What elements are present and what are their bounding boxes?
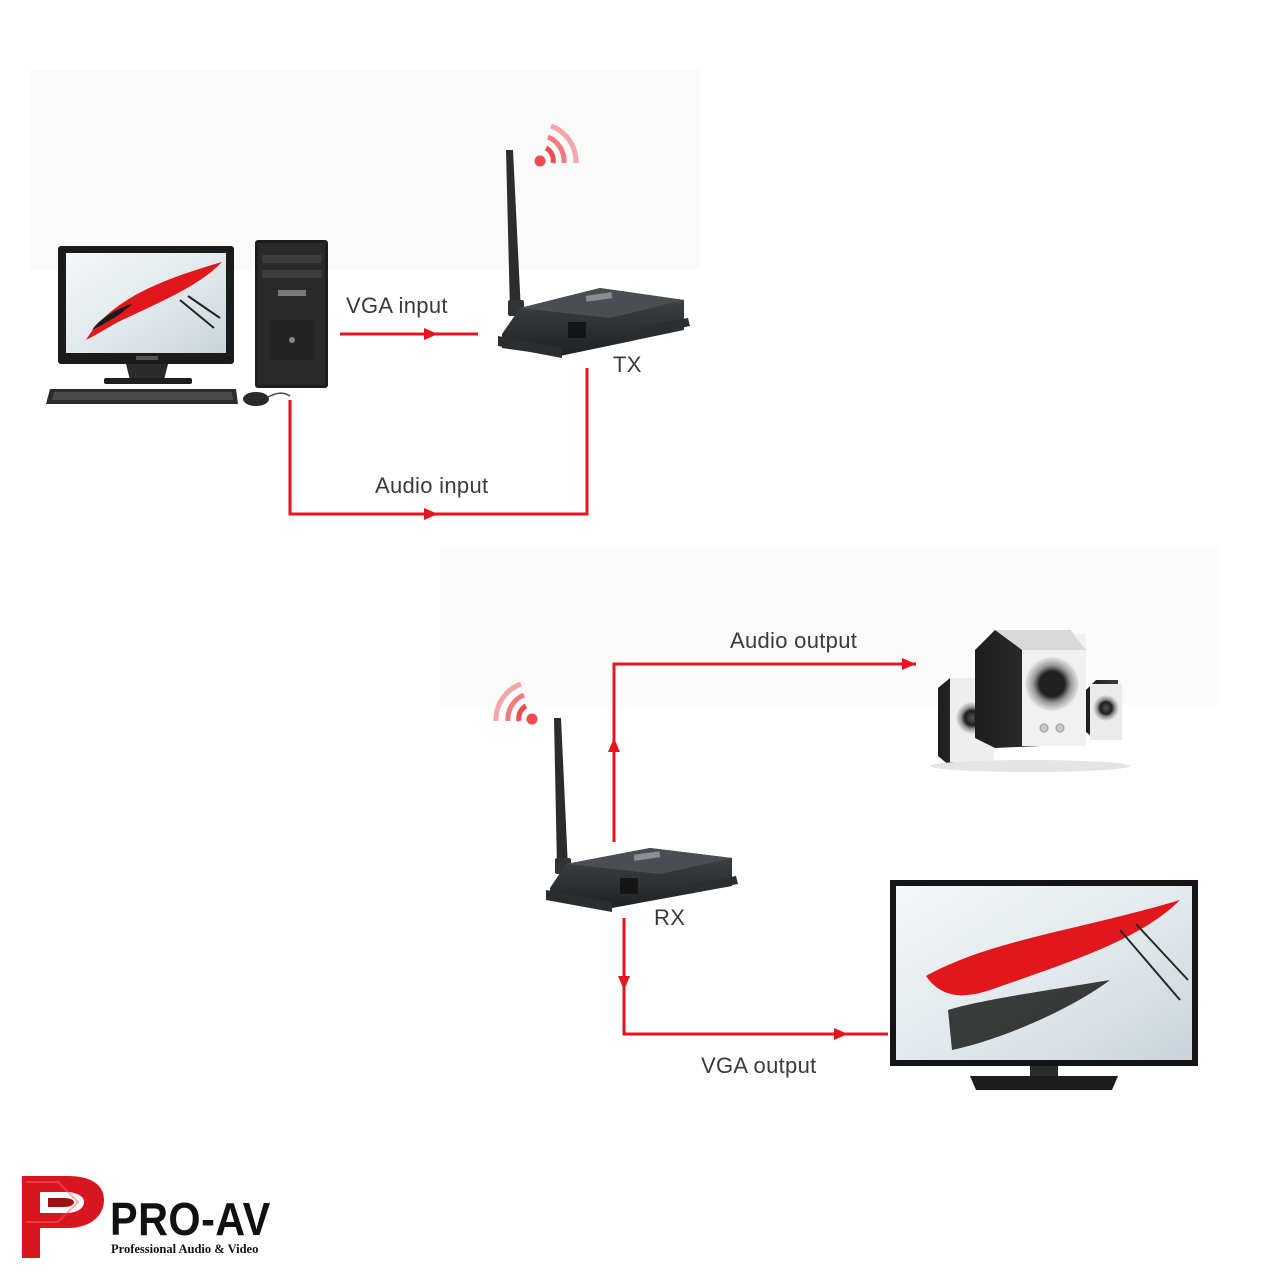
background-panel: [440, 545, 1220, 705]
rx-label: RX: [654, 905, 686, 930]
arrow-right-icon: [424, 328, 438, 340]
transmitter-icon: [498, 150, 690, 358]
audio-output-label: Audio output: [730, 628, 858, 653]
speaker-system-icon: [930, 630, 1130, 772]
pro-av-logo-icon: [22, 1176, 104, 1258]
arrow-down-icon: [618, 976, 630, 990]
logo-name: PRO-AV: [110, 1193, 271, 1245]
arrow-right-icon: [834, 1028, 848, 1040]
vga-input-label: VGA input: [346, 293, 448, 318]
logo-tagline: Professional Audio & Video: [111, 1242, 259, 1256]
audio-input-label: Audio input: [375, 473, 489, 498]
vga-output-label: VGA output: [701, 1053, 817, 1078]
vga-output-line: [622, 918, 888, 1036]
desktop-computer-icon: [46, 240, 328, 406]
wifi-signal-icon: [493, 681, 538, 725]
arrow-right-icon: [902, 658, 916, 670]
arrow-right-icon: [424, 508, 438, 520]
audio-output-line: [612, 662, 916, 842]
background-panel: [30, 70, 700, 270]
tv-display-icon: [890, 880, 1198, 1090]
tx-label: TX: [613, 352, 642, 377]
audio-input-line: [288, 368, 589, 516]
arrow-up-icon: [608, 738, 620, 752]
wifi-signal-icon: [534, 123, 579, 167]
receiver-icon: [546, 718, 738, 912]
